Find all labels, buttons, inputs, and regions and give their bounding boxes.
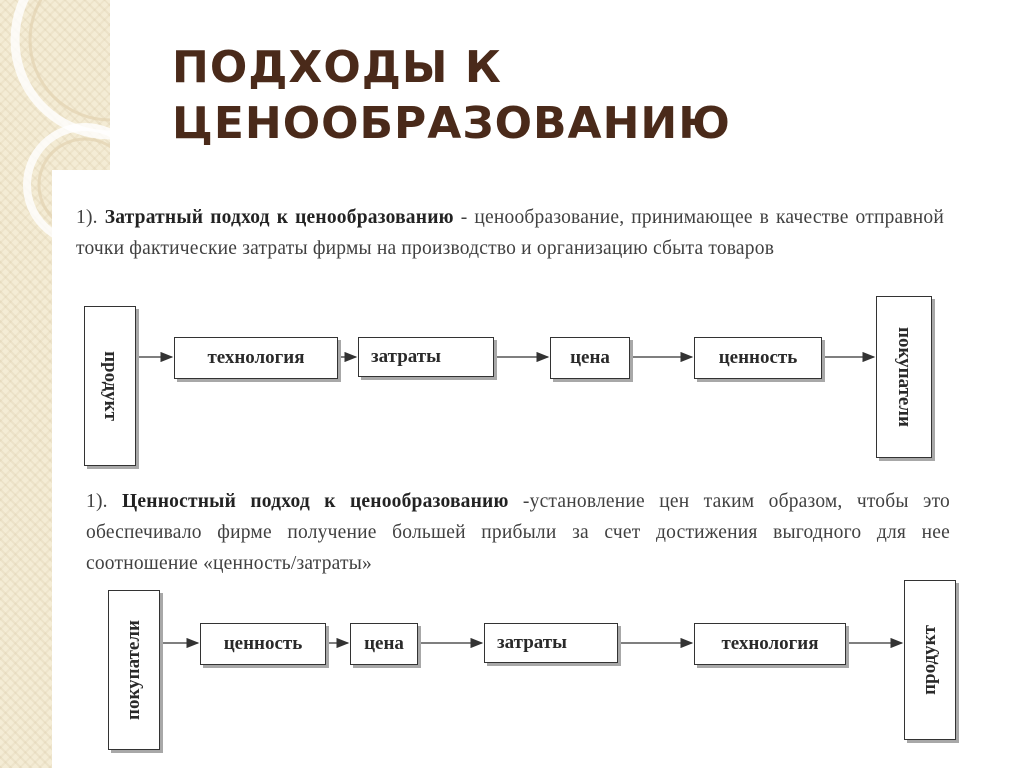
title-line-1: ПОДХОДЫ К [172,42,502,93]
flow2-node-price: цена [350,623,418,665]
flow2-node-price-label: цена [364,633,404,654]
flow1-node-costs: затраты [358,337,494,377]
section1-arrows [135,351,904,649]
section2-definition: -установление цен таким образом, чтобы э… [86,491,950,574]
flow1-node-costs-label: затраты [371,346,441,367]
flow1-node-value: ценность [694,337,822,379]
flow1-node-price: цена [550,337,630,379]
section2-term: Ценностный подход к ценообразованию [122,491,509,512]
section1-description: 1). Затратный подход к ценообразованию -… [76,202,944,264]
flow2-node-costs-label: затраты [497,632,567,653]
flow2-node-buyers: покупатели [108,590,160,750]
flow2-node-product-label: продукт [919,625,940,695]
section1-definition: - ценообразование, принимающее в качеств… [76,207,945,259]
flow1-node-technology: технология [174,337,338,379]
section2-number: 1). [86,491,108,512]
section1-number: 1). [76,207,98,228]
flow1-node-product: продукт [84,306,136,466]
flow1-node-product-label: продукт [100,351,121,421]
flow1-node-price-label: цена [570,347,610,368]
flow2-node-technology: технология [694,623,846,665]
flow2-node-value-label: ценность [223,633,303,654]
title-line-2: ЦЕНООБРАЗОВАНИЮ [172,98,731,149]
flow1-node-value-label: ценность [718,347,798,368]
diagram-image: 1). Затратный подход к ценообразованию -… [52,170,1024,768]
flow2-node-costs: затраты [484,623,618,663]
section1-term: Затратный подход к ценообразованию [104,207,454,228]
flow1-node-technology-label: технология [207,347,305,368]
flow2-node-value: ценность [200,623,326,665]
flow2-node-product: продукт [904,580,956,740]
page-title: ПОДХОДЫ К ЦЕНООБРАЗОВАНИЮ [172,40,731,152]
flow2-node-technology-label: технология [721,633,819,654]
flow1-node-buyers: покупатели [876,296,932,458]
flow2-node-buyers-label: покупатели [123,620,144,720]
flow1-node-buyers-label: покупатели [894,327,915,427]
section2-description: 1). Ценностный подход к ценообразованию … [86,486,950,579]
